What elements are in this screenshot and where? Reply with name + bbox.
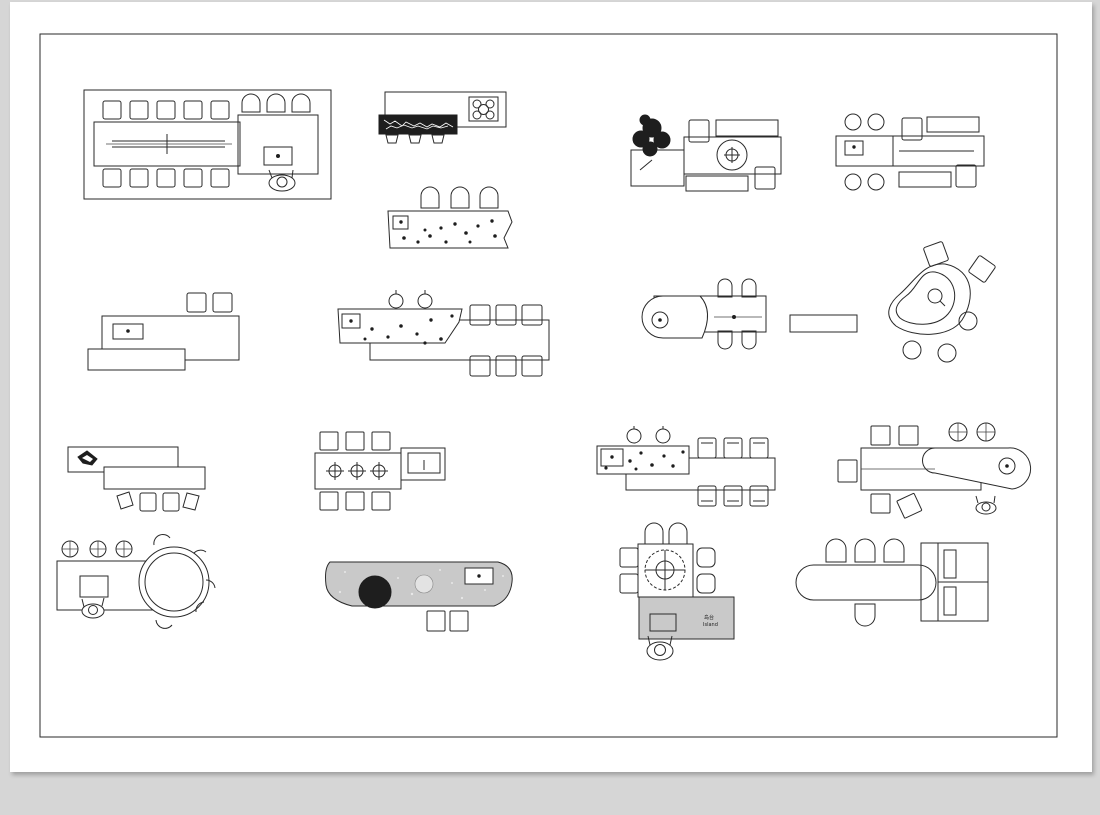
drawing-frame	[39, 33, 1058, 738]
chair-row-top	[469, 304, 543, 326]
chair-row-bottom	[697, 485, 769, 507]
island-block-plant-round	[630, 114, 782, 192]
person-figure	[975, 495, 997, 515]
bar-counter	[789, 314, 858, 333]
island-block-organic	[888, 241, 996, 363]
chair-row-bottom	[469, 355, 543, 377]
stool-row	[241, 93, 311, 113]
chair-row-bottom	[102, 168, 230, 188]
island-block-speckled-3	[596, 426, 776, 507]
chair-row-top	[697, 437, 769, 459]
island-block-capsule	[641, 278, 858, 350]
island-label-cn: 岛台	[704, 614, 714, 621]
island-block-capsule-storage	[795, 538, 989, 627]
cooktop	[468, 96, 499, 122]
island-block-round-table	[56, 534, 216, 629]
island-block-terrazzo	[325, 561, 513, 632]
island-block-cooktop	[378, 91, 507, 144]
island-block-small-l	[67, 446, 206, 512]
sink	[263, 146, 293, 166]
island-label-en: Island	[703, 622, 718, 628]
island-block-simple-l	[87, 292, 240, 371]
plant-icon	[632, 114, 671, 157]
island-block-long-dining	[83, 89, 332, 200]
island-block-speckled-1	[387, 186, 513, 249]
island-block-square-dining: 岛台 Island	[619, 522, 735, 661]
island-block-stools-strip	[835, 113, 985, 191]
drawing-sheet: 岛台 Island	[10, 2, 1092, 772]
island-block-rounded-end	[837, 422, 1032, 519]
island-block-speckled-2	[337, 290, 550, 377]
person-figure	[268, 169, 296, 192]
kitchen-island-plan-blocks: 岛台 Island	[39, 33, 1058, 738]
person-figure	[646, 635, 674, 661]
stone-strip	[378, 114, 458, 135]
chair-row-top	[102, 100, 230, 120]
island-block-three-burner	[314, 431, 446, 511]
burner-row	[326, 462, 388, 480]
person-figure	[81, 597, 105, 619]
